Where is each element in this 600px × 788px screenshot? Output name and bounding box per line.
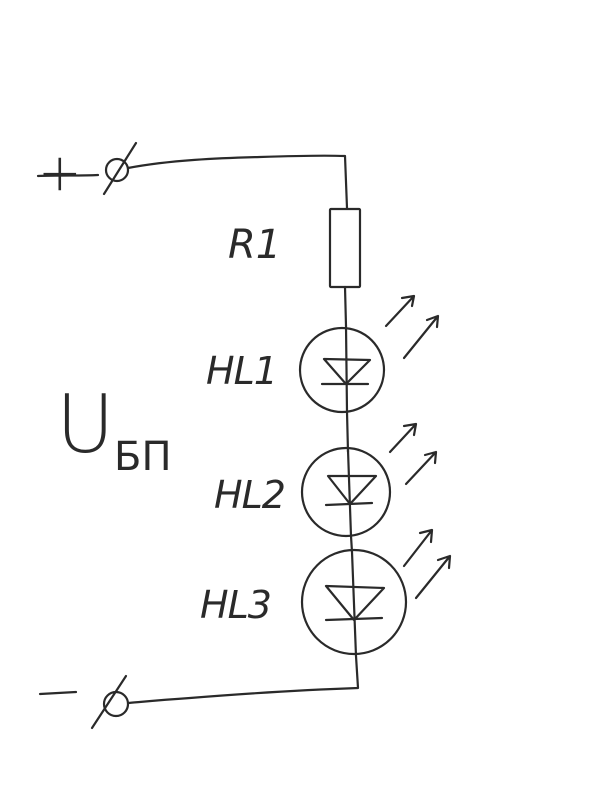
positive-terminal: + [36,141,138,203]
wire-r1-hl1 [343,285,348,328]
led-hl2-light-arrow-1 [388,422,418,454]
positive-terminal-slash [102,141,138,196]
led-hl1-housing [298,326,386,414]
led-hl3: HL3 [200,528,452,658]
led-hl1-label: HL1 [206,349,277,393]
led-hl3-lead [350,550,358,658]
led-hl1-light-arrow-1 [384,294,416,328]
negative-terminal-label-stroke [38,690,78,696]
led-hl3-light-arrow-2 [414,554,452,600]
bottom-wire [126,654,360,705]
led-hl2-light-arrow-2 [404,450,438,486]
led-hl1-lead [344,324,349,414]
plus-sign-horizontal [36,173,100,178]
wire-hl1-hl2 [345,410,350,454]
positive-terminal-circle [104,157,130,183]
led-hl1: HL1 [206,294,440,414]
led-hl3-diode-triangle [324,584,386,622]
led-hl3-label: HL3 [200,583,271,627]
led-hl2-lead [346,448,353,538]
led-hl3-light-arrow-1 [402,528,434,568]
led-hl3-housing [300,548,408,656]
supply-subscript: БП [114,434,172,480]
led-hl2-housing [300,446,392,538]
top-wire [126,154,349,210]
resistor-label: R1 [228,222,281,268]
negative-terminal-label: − [36,663,80,723]
led-hl2-diode-triangle [326,474,378,506]
resistor-r1: R1 [228,207,362,289]
led-hl1-light-arrow-2 [402,314,440,360]
resistor-body [328,207,362,289]
led-hl2-label: HL2 [214,473,285,517]
supply-symbol: U [56,378,115,471]
negative-terminal-slash [90,674,128,730]
negative-terminal: − [36,663,130,730]
led-hl2: HL2 [214,422,438,538]
positive-terminal-label: + [38,143,82,203]
supply-voltage-label: U БП [56,378,172,480]
